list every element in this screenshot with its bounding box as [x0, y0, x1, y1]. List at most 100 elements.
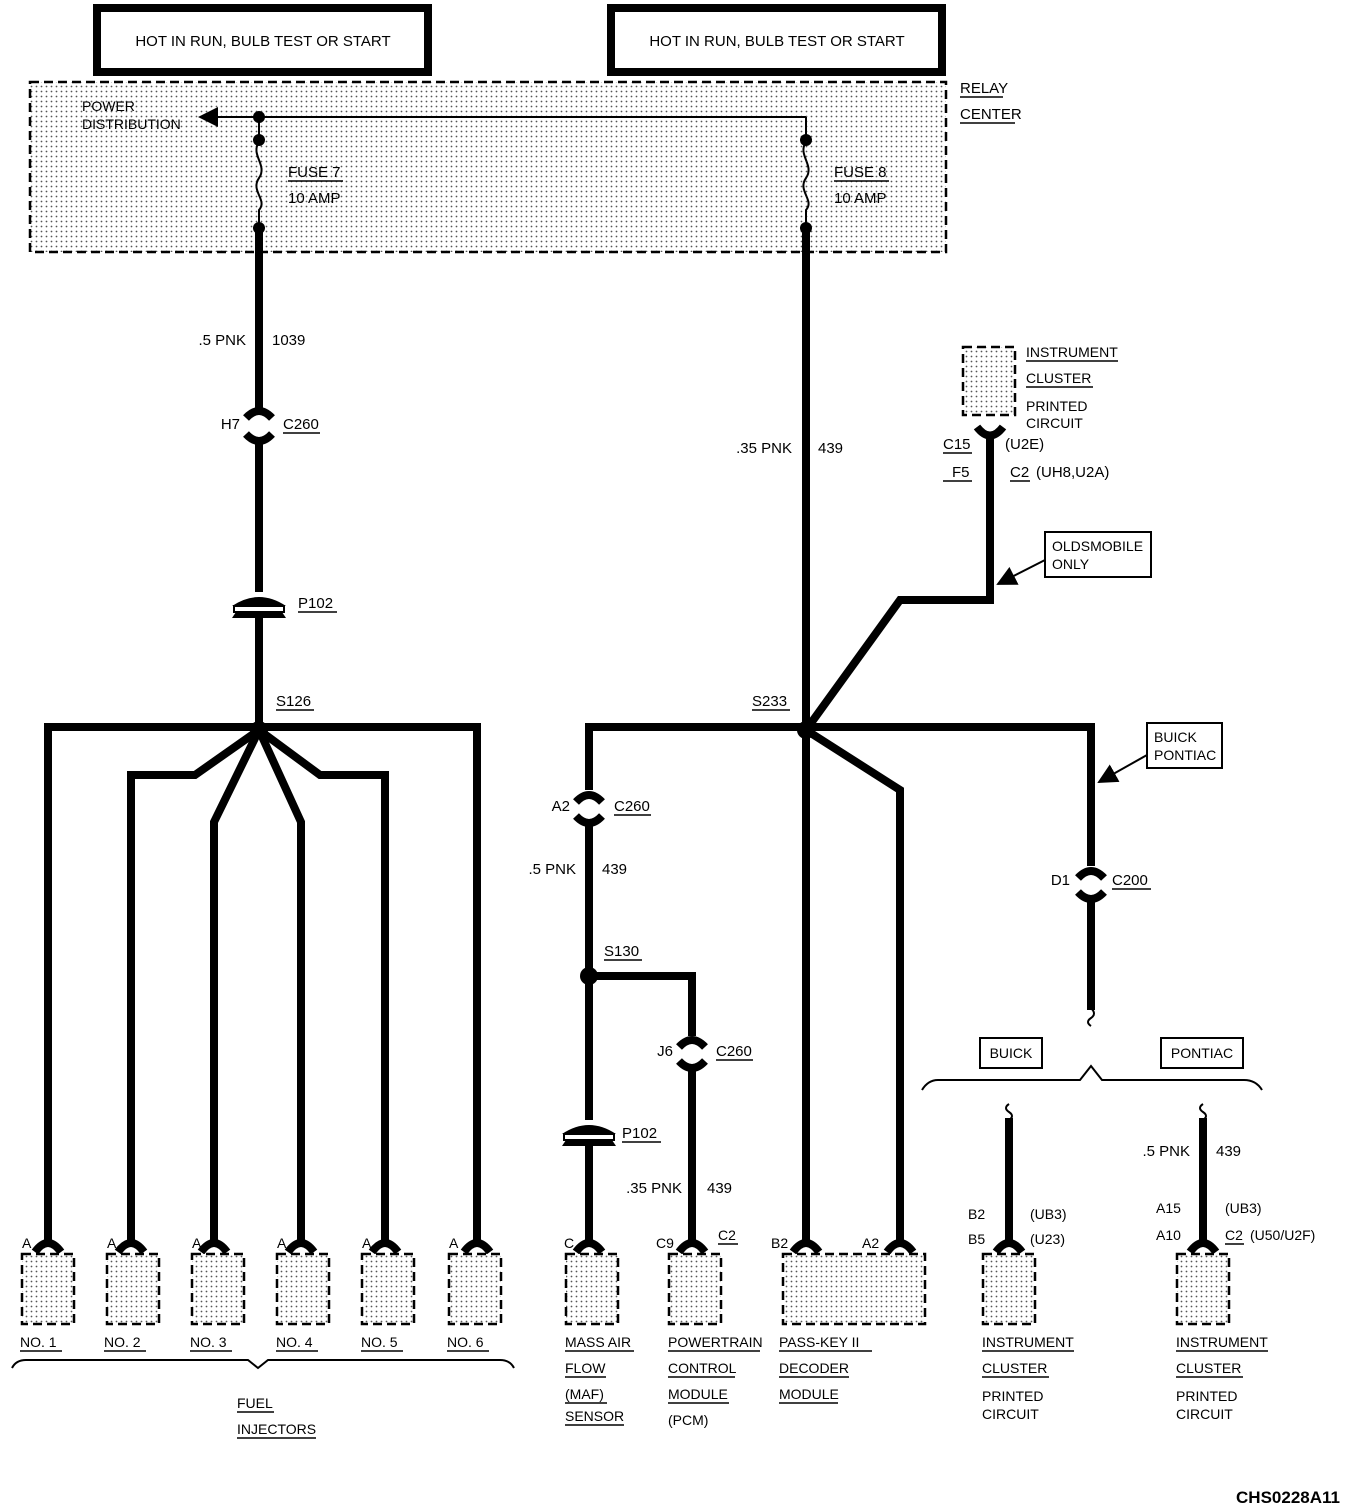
svg-text:FLOW: FLOW	[565, 1360, 606, 1376]
fuse-7-rating: 10 AMP	[288, 190, 341, 207]
svg-text:C2: C2	[1225, 1227, 1243, 1243]
svg-text:(UH8,U2A): (UH8,U2A)	[1036, 464, 1109, 481]
top-box-right-label: HOT IN RUN, BULB TEST OR START	[649, 33, 904, 50]
svg-text:NO. 6: NO. 6	[447, 1334, 484, 1350]
svg-text:DECODER: DECODER	[779, 1360, 849, 1376]
fuel-injectors-label-1: FUEL	[237, 1395, 273, 1411]
svg-text:NO. 4: NO. 4	[276, 1334, 313, 1350]
instrument-cluster-buick: B2 (UB3) B5 (U23) INSTRUMENT CLUSTER PRI…	[968, 1206, 1074, 1422]
maf-sensor: C MASS AIR FLOW (MAF) SENSOR	[564, 1235, 634, 1426]
relay-center-label-1: RELAY	[960, 80, 1008, 97]
svg-text:B2: B2	[968, 1206, 985, 1222]
connector-a2-c260: A2 C260	[552, 791, 651, 827]
svg-text:PRINTED: PRINTED	[1176, 1388, 1237, 1404]
svg-text:(PCM): (PCM)	[668, 1412, 708, 1428]
power-distribution-label-2: DISTRIBUTION	[82, 116, 181, 132]
tag-pontiac: PONTIAC	[1160, 1037, 1244, 1069]
svg-text:C2: C2	[718, 1227, 736, 1243]
svg-text:A: A	[192, 1235, 202, 1251]
svg-text:MASS AIR: MASS AIR	[565, 1334, 631, 1350]
svg-text:PONTIAC: PONTIAC	[1171, 1045, 1233, 1061]
svg-text:PRINTED: PRINTED	[982, 1388, 1043, 1404]
svg-text:A: A	[362, 1235, 372, 1251]
relay-center-label-2: CENTER	[960, 106, 1022, 123]
top-box-left: HOT IN RUN, BULB TEST OR START	[93, 4, 432, 76]
left-wire-gauge: .5 PNK	[198, 332, 246, 349]
connector-d1-c200: D1 C200	[1051, 867, 1151, 903]
svg-text:C2: C2	[1010, 464, 1029, 481]
svg-text:NO. 5: NO. 5	[361, 1334, 398, 1350]
svg-text:PASS-KEY II: PASS-KEY II	[779, 1334, 859, 1350]
svg-text:NO. 3: NO. 3	[190, 1334, 227, 1350]
svg-text:F5: F5	[952, 464, 970, 481]
svg-text:BUICK: BUICK	[990, 1045, 1033, 1061]
svg-text:(MAF): (MAF)	[565, 1386, 604, 1402]
svg-text:C260: C260	[716, 1043, 752, 1060]
pcm-wire-gauge: .35 PNK	[626, 1180, 682, 1197]
svg-text:C260: C260	[283, 416, 319, 433]
power-distribution-label-1: POWER	[82, 98, 135, 114]
svg-text:(U23): (U23)	[1030, 1231, 1065, 1247]
top-box-right: HOT IN RUN, BULB TEST OR START	[607, 4, 946, 76]
top-box-left-label: HOT IN RUN, BULB TEST OR START	[135, 33, 390, 50]
instrument-cluster-top: INSTRUMENT CLUSTER PRINTED CIRCUIT C15 (…	[943, 344, 1118, 482]
svg-text:POWERTRAIN: POWERTRAIN	[668, 1334, 763, 1350]
splice-s233-label: S233	[752, 693, 787, 710]
svg-text:NO. 2: NO. 2	[104, 1334, 141, 1350]
instrument-cluster-pontiac: A15 (UB3) A10 C2 (U50/U2F) INSTRUMENT CL…	[1156, 1200, 1315, 1422]
svg-text:INSTRUMENT: INSTRUMENT	[1026, 344, 1118, 360]
svg-text:P102: P102	[298, 595, 333, 612]
pcm-wire-circuit: 439	[707, 1180, 732, 1197]
svg-text:A15: A15	[1156, 1200, 1181, 1216]
svg-text:C260: C260	[614, 798, 650, 815]
svg-text:CIRCUIT: CIRCUIT	[1176, 1406, 1233, 1422]
injector-6: A NO. 6	[447, 1235, 503, 1352]
connector-p102-right: P102	[562, 1125, 661, 1146]
svg-text:C15: C15	[943, 436, 971, 453]
svg-text:(U50/U2F): (U50/U2F)	[1250, 1227, 1315, 1243]
svg-text:CONTROL: CONTROL	[668, 1360, 737, 1376]
svg-text:NO. 1: NO. 1	[20, 1334, 57, 1350]
svg-text:BUICK: BUICK	[1154, 729, 1197, 745]
relay-center-box	[28, 80, 948, 254]
svg-text:CLUSTER: CLUSTER	[1026, 370, 1091, 386]
injector-5: A NO. 5	[360, 1235, 416, 1352]
svg-text:P102: P102	[622, 1125, 657, 1142]
svg-text:A: A	[107, 1235, 117, 1251]
svg-text:PRINTED: PRINTED	[1026, 398, 1087, 414]
svg-text:CIRCUIT: CIRCUIT	[1026, 415, 1083, 431]
svg-text:INSTRUMENT: INSTRUMENT	[982, 1334, 1074, 1350]
fuse-7-name: FUSE 7	[288, 164, 341, 181]
splice-s130-label: S130	[604, 943, 639, 960]
injector-3: A NO. 3	[190, 1235, 246, 1352]
svg-text:A10: A10	[1156, 1227, 1181, 1243]
maf-wire-circuit: 439	[602, 861, 627, 878]
fuse-7-symbol	[255, 141, 263, 228]
svg-text:(U2E): (U2E)	[1005, 436, 1044, 453]
svg-text:A2: A2	[552, 798, 570, 815]
fuse-8-symbol	[802, 141, 810, 228]
svg-text:(UB3): (UB3)	[1030, 1206, 1067, 1222]
svg-text:A2: A2	[862, 1235, 879, 1251]
fuse-8-rating: 10 AMP	[834, 190, 887, 207]
connector-p102-left: P102	[232, 595, 337, 618]
svg-text:(UB3): (UB3)	[1225, 1200, 1262, 1216]
svg-text:C: C	[564, 1235, 574, 1251]
callout-buick-pontiac: BUICK PONTIAC	[1097, 722, 1223, 783]
injector-bracket	[11, 1359, 515, 1370]
svg-text:A: A	[449, 1235, 459, 1251]
svg-text:B5: B5	[968, 1231, 985, 1247]
left-wire-circuit: 1039	[272, 332, 305, 349]
svg-text:MODULE: MODULE	[779, 1386, 839, 1402]
connector-j6-c260: J6 C260	[657, 1036, 753, 1072]
svg-text:A: A	[22, 1235, 32, 1251]
svg-text:C9: C9	[656, 1235, 674, 1251]
svg-text:C200: C200	[1112, 872, 1148, 889]
pontiac-wire-circuit: 439	[1216, 1143, 1241, 1160]
injector-4: A NO. 4	[275, 1235, 331, 1352]
svg-text:OLDSMOBILE: OLDSMOBILE	[1052, 538, 1143, 554]
svg-text:INSTRUMENT: INSTRUMENT	[1176, 1334, 1268, 1350]
passkey-decoder-module: B2 A2 PASS-KEY II DECODER MODULE	[771, 1235, 927, 1404]
